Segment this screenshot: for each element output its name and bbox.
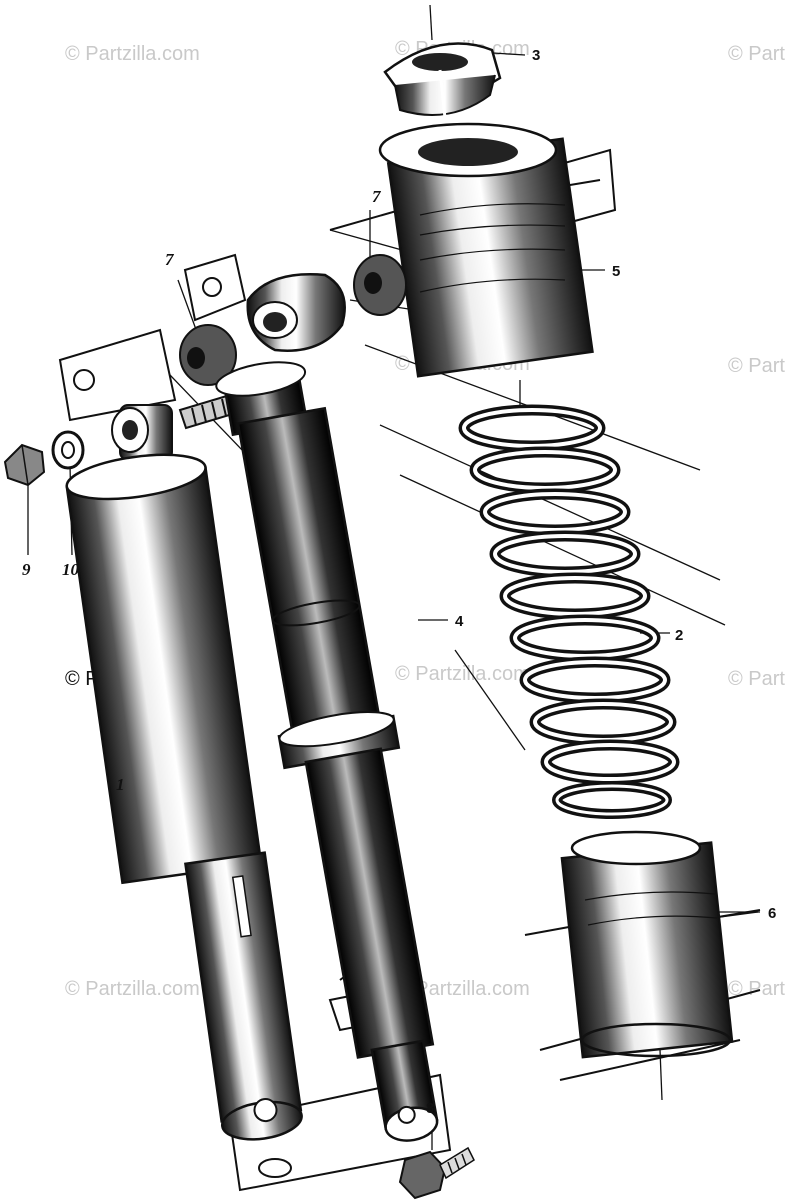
watermark: © Partzilla.com xyxy=(395,978,530,1000)
callout-6: 6 xyxy=(768,905,776,922)
shock-absorber-left xyxy=(65,404,303,1141)
watermark: © Part xyxy=(728,668,785,690)
watermark: © Partzilla.com xyxy=(65,978,200,1000)
upper-shroud xyxy=(378,122,594,378)
callout-1: 1 xyxy=(116,775,125,794)
watermark: © Partzilla.com xyxy=(395,663,530,685)
callout-3: 3 xyxy=(532,47,540,64)
callout-7-upper: 7 xyxy=(372,187,382,206)
bolt xyxy=(398,1146,475,1200)
frame-brackets xyxy=(58,148,761,1192)
watermark: © Partzilla.com xyxy=(65,43,200,65)
rubber-bush-upper xyxy=(353,254,407,316)
callout-8: 8 xyxy=(426,1100,434,1117)
callout-4: 4 xyxy=(455,613,464,630)
nut xyxy=(3,443,46,487)
coil-spring xyxy=(458,404,680,819)
watermark: © Part xyxy=(728,43,785,65)
split-collet xyxy=(383,42,502,119)
callout-10: 10 xyxy=(62,560,80,579)
watermark: © Part xyxy=(728,355,785,377)
callout-2: 2 xyxy=(675,627,683,644)
callout-7-lower: 7 xyxy=(165,250,175,269)
callout-labels: 3 5 7 7 9 10 1 4 2 6 8 xyxy=(22,47,776,1117)
shock-absorber-center xyxy=(215,273,439,1142)
washer xyxy=(51,430,85,470)
lower-shroud xyxy=(560,830,734,1059)
callout-9: 9 xyxy=(22,560,31,579)
rubber-bush-lower xyxy=(179,324,237,386)
callout-5: 5 xyxy=(612,263,620,280)
